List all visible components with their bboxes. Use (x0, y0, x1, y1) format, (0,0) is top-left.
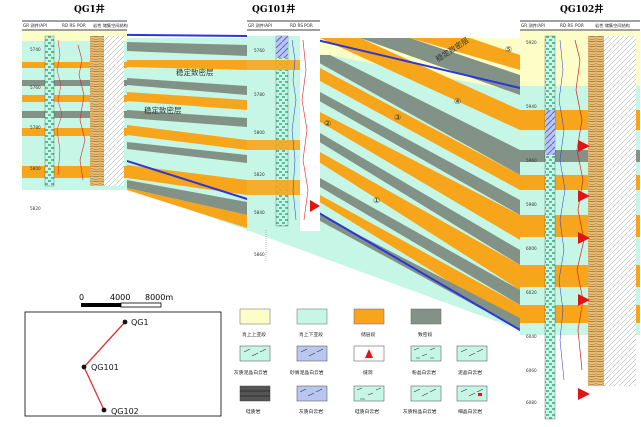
legend: 肖上上亚段 肖上下亚段 储层段 致密段 灰质泥晶白云岩 砂屑泥晶白云岩 缝洞 粉… (234, 308, 488, 415)
reservoir-swatch (353, 308, 385, 325)
log-header: POR (575, 23, 584, 28)
depth-label: 5960 (526, 158, 537, 163)
log-header: RD RS (290, 23, 303, 28)
legend-label: 灰质粉晶白云岩 (403, 408, 437, 415)
sandy-micrite-dolomite-icon (296, 345, 328, 362)
depth-label: 5780 (254, 92, 265, 97)
legend-label: 硅质岩 (246, 408, 261, 415)
depth-label: 5800 (254, 130, 265, 135)
legend-label: 灰质白云岩 (299, 408, 323, 415)
tight-swatch (410, 308, 442, 325)
tight-layer-label: 稳定致密层 (144, 105, 182, 115)
legend-label: 细晶白云岩 (458, 408, 482, 415)
depth-label: 5780 (30, 125, 41, 130)
legend-label: 粉晶白云岩 (412, 369, 436, 376)
map-well-label: QG101 (91, 363, 119, 372)
limy-dolomite-icon (296, 385, 328, 402)
log-header: GR 测井/API (248, 22, 272, 29)
scale-label: 8000m (145, 293, 173, 302)
siliceous-rock-icon (239, 385, 271, 402)
location-map: QG1 QG101 QG102 (24, 311, 222, 417)
depth-label: 6080 (526, 400, 537, 405)
zone-numbers: ① ② ③ ④ ⑤ (324, 45, 512, 205)
zone-number: ① (373, 196, 380, 205)
scale-bar: 0 4000 8000m (79, 293, 173, 308)
silt-crystal-dolomite-icon (410, 345, 442, 362)
log-header: 岩性 储集空间结构 (93, 22, 128, 29)
correlation-bands (21, 33, 640, 331)
depth-label: 5820 (30, 206, 41, 211)
micrite-dolomite-icon (456, 345, 488, 362)
well-qg102: QG102井 GR 测井/API RD RS POR 岩性 储集空间结构 592… (520, 3, 640, 420)
legend-label: 泥晶白云岩 (458, 369, 482, 376)
zone-number: ⑤ (505, 45, 512, 54)
legend-label: 硅质白云岩 (355, 408, 379, 415)
log-header: RD RS (560, 23, 573, 28)
well-qg101: QG101井 GR 测井/API RD RS POR 5760 5780 580… (247, 3, 320, 262)
depth-label: 5740 (30, 47, 41, 52)
depth-label: 5860 (254, 252, 265, 257)
limy-silt-dolomite-icon (410, 385, 442, 402)
map-well-label: QG102 (111, 407, 139, 416)
log-header: POR (304, 23, 313, 28)
legend-label: 缝洞 (363, 369, 373, 376)
depth-label: 6020 (526, 290, 537, 295)
map-well-label: QG1 (131, 318, 149, 327)
fine-crystal-dolomite-icon (456, 385, 488, 402)
well-title: QG1井 (74, 3, 105, 15)
upper-upper-swatch (239, 308, 271, 325)
well-title: QG102井 (560, 3, 603, 15)
log-header: GR 测井/API (521, 22, 545, 29)
depth-label: 5980 (526, 202, 537, 207)
log-header: RD RS (62, 23, 75, 28)
siliceous-dolomite-icon (353, 385, 385, 402)
depth-label: 5760 (254, 48, 265, 53)
log-header: POR (77, 23, 86, 28)
legend-label: 肖上下亚段 (299, 331, 323, 338)
well-qg1: QG1井 GR 测井/API RD RS POR 岩性 储集空间结构 5740 … (22, 3, 128, 226)
scale-label: 0 (79, 293, 84, 302)
depth-label: 5760 (30, 85, 41, 90)
well-title: QG101井 (252, 3, 295, 15)
legend-label: 致密段 (418, 331, 433, 338)
depth-label: 6060 (526, 368, 537, 373)
legend-label: 肖上上亚段 (242, 331, 266, 338)
depth-label: 6040 (526, 334, 537, 339)
zone-number: ② (324, 119, 331, 128)
depth-label: 5820 (254, 172, 265, 177)
log-header: GR 测井/API (23, 22, 47, 29)
depth-label: 5920 (526, 40, 537, 45)
tight-layer-label: 稳定致密层 (176, 67, 214, 77)
depth-label: 5940 (526, 104, 537, 109)
limy-micrite-dolomite-icon (239, 345, 271, 362)
legend-label: 砂屑泥晶白云岩 (290, 369, 324, 376)
scale-label: 4000 (110, 293, 130, 302)
depth-label: 5840 (254, 210, 265, 215)
zone-number: ④ (454, 97, 461, 106)
depth-label: 5800 (30, 166, 41, 171)
legend-label: 储层段 (361, 331, 376, 338)
upper-lower-swatch (296, 308, 328, 325)
depth-label: 6000 (526, 246, 537, 251)
zone-number: ③ (394, 113, 401, 122)
legend-label: 灰质泥晶白云岩 (234, 369, 268, 376)
log-header: 岩性 储集空间结构 (595, 22, 630, 29)
